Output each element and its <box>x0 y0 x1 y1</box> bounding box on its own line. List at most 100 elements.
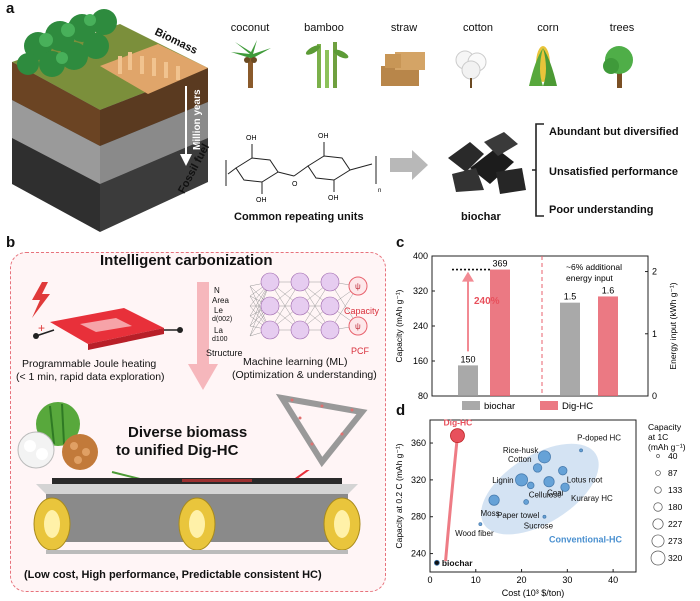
nn-node <box>320 296 340 316</box>
oh-label: OH <box>246 135 257 142</box>
point-lignin <box>515 473 529 487</box>
panel-a-letter: a <box>6 0 15 17</box>
size-legend-label: 227 <box>668 519 682 529</box>
point-label: Cellulose <box>529 490 562 499</box>
energy-annotation-line2: energy input <box>566 273 613 283</box>
size-legend-circle <box>653 502 663 512</box>
arrow-icon <box>390 150 428 180</box>
point-sucrose <box>542 514 547 519</box>
biomass-strata-illustration <box>12 9 208 232</box>
size-legend-label: 273 <box>668 536 682 546</box>
size-legend-label: 87 <box>668 468 678 478</box>
point-coal <box>543 476 555 488</box>
y-tick-label: 240 <box>413 321 428 331</box>
svg-text:ψ: ψ <box>355 282 361 291</box>
conveyor-belt-illustration <box>33 470 361 554</box>
diverse-title-1: Diverse biomass <box>128 424 248 441</box>
chem-caption: Common repeating units <box>234 211 364 223</box>
point-dig-hc <box>450 428 465 444</box>
legend-label-biochar: biochar <box>484 401 515 412</box>
joule-caption-1: Programmable Joule heating <box>22 358 157 370</box>
point-p-doped-hc <box>579 448 583 453</box>
nn-node <box>290 320 310 340</box>
size-legend-title: (mAh g⁻¹) <box>648 442 686 452</box>
bar-energy-biochar <box>560 302 580 396</box>
ml-output-pcf: PCF <box>351 346 369 356</box>
panel-b-title: Intelligent carbonization <box>100 252 273 269</box>
tree-icon <box>603 46 633 88</box>
ml-caption-2: (Optimization & understanding) <box>232 369 377 381</box>
size-legend-label: 180 <box>668 502 682 512</box>
point-label: Wood fiber <box>455 529 494 538</box>
increase-arrow-head <box>462 271 474 282</box>
ml-caption-1: Machine learning (ML) <box>243 356 348 368</box>
size-legend-circle <box>656 454 660 458</box>
x-axis-label: Cost (10³ $/ton) <box>502 588 565 598</box>
bar-capacity-biochar <box>458 365 478 396</box>
size-legend-title: at 1C <box>648 432 668 442</box>
x-tick-label: 40 <box>608 575 618 585</box>
legend-swatch-biochar <box>462 401 480 410</box>
y-axis-label: Capacity (mAh g⁻¹) <box>394 289 404 362</box>
y2-tick-label: 0 <box>652 391 657 401</box>
issue-understanding: Poor understanding <box>549 204 654 216</box>
issue-abundant: Abundant but diversified <box>549 126 679 138</box>
ml-network-diagram: ψ ψ <box>249 272 368 340</box>
point-cellulose <box>526 481 535 490</box>
nn-node <box>260 296 280 316</box>
biochar-image <box>448 132 526 194</box>
panel-c-letter: c <box>396 234 405 251</box>
x-tick-label: 30 <box>562 575 572 585</box>
size-legend-circle <box>651 534 665 548</box>
cellulose-structure: OH OH OH OH O n <box>225 133 381 204</box>
y-tick-label: 240 <box>411 549 426 559</box>
straw-icon <box>381 52 425 86</box>
point-biochar <box>433 559 440 566</box>
y-axis-label: Capacity at 0.2 C (mAh g⁻¹) <box>394 443 404 548</box>
ml-input-d002: d(002) <box>212 316 233 323</box>
source-label-straw: straw <box>390 22 418 34</box>
point-moss <box>488 494 500 506</box>
oh-label: OH <box>256 197 267 204</box>
y2-tick-label: 1 <box>652 329 657 339</box>
source-label-coconut: coconut <box>230 22 270 34</box>
region-label: Conventional-HC <box>549 535 622 545</box>
down-arrow-icon <box>188 282 218 390</box>
y-tick-label: 360 <box>411 438 426 448</box>
ml-input-le: Le <box>214 306 223 315</box>
size-legend-circle <box>650 550 666 566</box>
hc-particles-image <box>275 393 368 468</box>
point-lotus-root <box>558 466 568 476</box>
point-label: Lotus root <box>567 476 603 485</box>
structure-label: Structure <box>206 348 243 358</box>
point-label: Lignin <box>492 476 513 485</box>
diverse-title-2: to unified Dig-HC <box>116 442 239 459</box>
ml-output-capacity: Capacity <box>344 306 380 316</box>
bar-value-label: 150 <box>460 354 475 364</box>
x-tick-label: 0 <box>427 575 432 585</box>
point-label: biochar <box>442 558 473 568</box>
point-kuraray-hc <box>560 482 570 492</box>
size-legend-circle <box>654 486 662 494</box>
biomass-cluster-image <box>17 402 98 470</box>
legend-label-dig-hc: Dig-HC <box>562 401 593 412</box>
size-legend-circle <box>652 518 664 530</box>
x-tick-label: 10 <box>471 575 481 585</box>
ml-input-n: N <box>214 286 220 295</box>
cotton-icon <box>455 50 487 88</box>
y-tick-label: 80 <box>418 391 428 401</box>
oh-label: OH <box>318 133 329 140</box>
point-label: Dig-HC <box>443 418 472 428</box>
bar-value-label: 369 <box>492 259 507 269</box>
size-legend-circle <box>655 470 661 476</box>
x-tick-label: 20 <box>517 575 527 585</box>
lightning-icon <box>32 282 50 318</box>
point-label: P-doped HC <box>577 433 621 442</box>
legend-swatch-dig-hc <box>540 401 558 410</box>
issues-bracket <box>532 123 544 217</box>
joule-heating-illustration: + <box>32 282 183 350</box>
point-label: Paper towel <box>497 511 539 520</box>
y-tick-label: 280 <box>411 512 426 522</box>
